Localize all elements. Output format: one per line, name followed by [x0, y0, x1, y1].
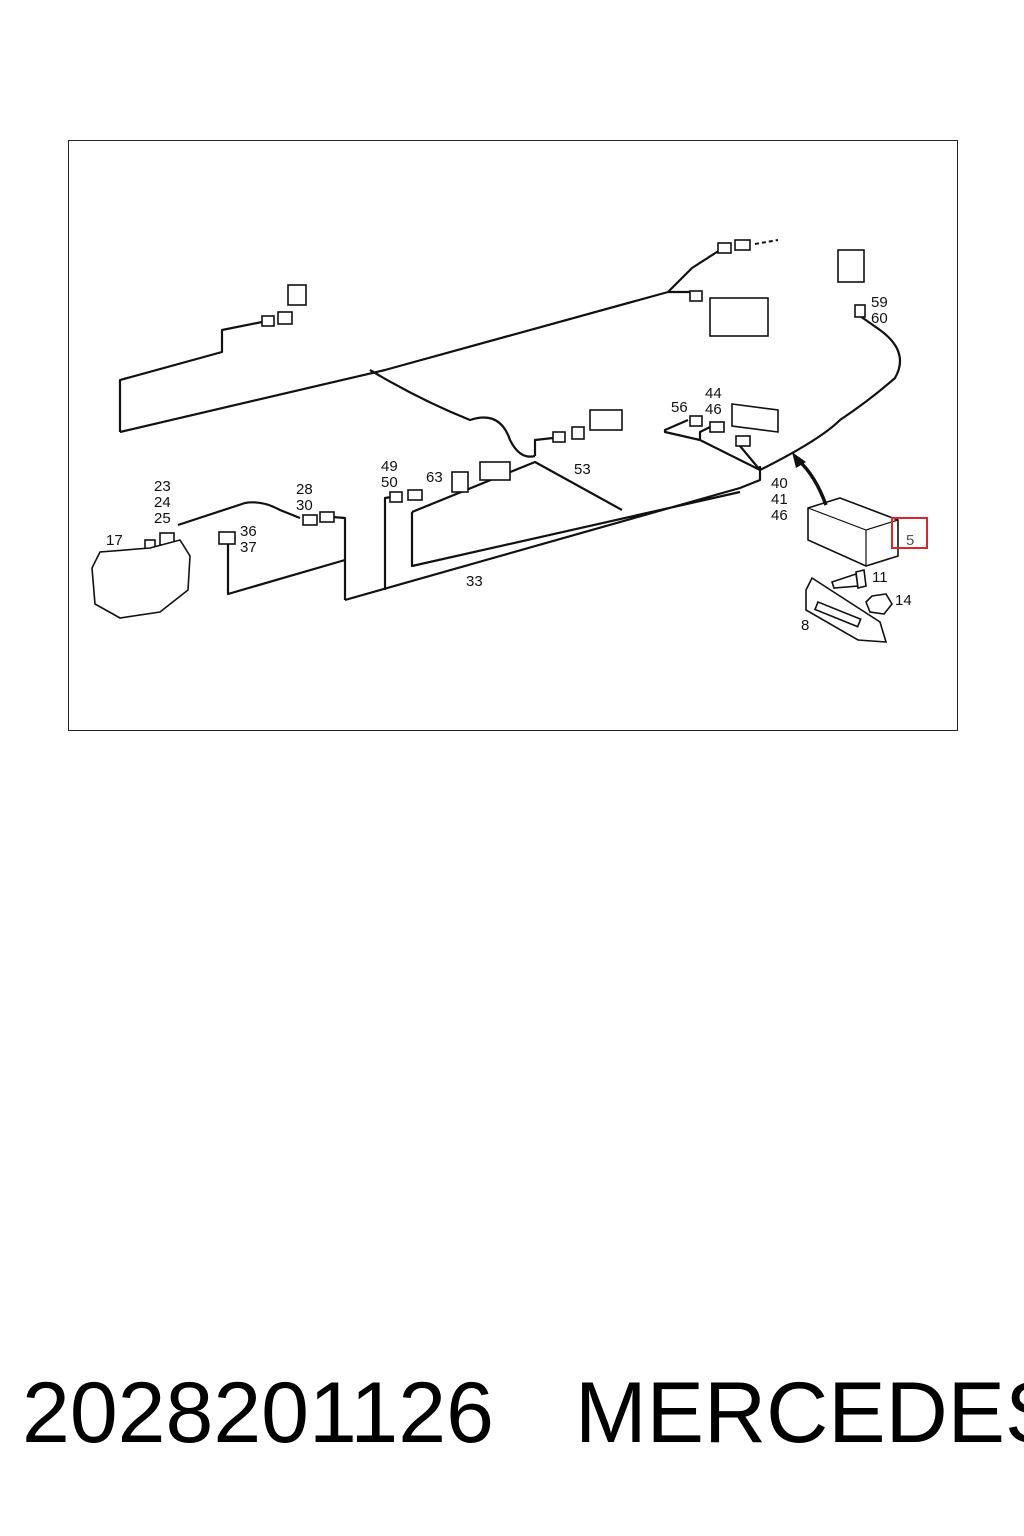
arrow-head: [792, 452, 806, 468]
brand-name: MERCEDES: [575, 1365, 1024, 1461]
bracket-slot: [813, 600, 862, 628]
label-23: 23: [154, 478, 171, 495]
upper-harness-wire: [118, 249, 721, 434]
label-24: 24: [154, 494, 171, 511]
label-33: 33: [466, 573, 483, 590]
connector-28-30-a: [302, 514, 318, 526]
plug-middle-b: [571, 426, 585, 440]
label-37: 37: [240, 539, 257, 556]
label-8: 8: [801, 617, 809, 634]
key-middle: [589, 409, 623, 431]
control-module-top: [709, 297, 769, 337]
connector-28-30-b: [319, 511, 335, 523]
label-50: 50: [381, 474, 398, 491]
wiring-harness-diagram: 17 23 24 25 28 30 36 37 49 50 63 53 33 5…: [91, 239, 928, 643]
lower-harness-wire-33: [344, 460, 762, 602]
label-46-lower: 46: [771, 507, 788, 524]
label-11: 11: [872, 569, 888, 586]
connector-top-a: [717, 242, 732, 254]
bracket-8: [805, 576, 888, 643]
switch-63: [479, 461, 511, 481]
actuator-59-60: [837, 249, 865, 283]
label-30: 30: [296, 497, 313, 514]
middle-harness-wire: [369, 369, 554, 458]
bracket-63: [451, 471, 469, 493]
label-41: 41: [771, 491, 788, 508]
control-unit-5-edges: [807, 507, 899, 566]
label-17: 17: [106, 532, 123, 549]
label-53: 53: [574, 461, 591, 478]
nut-14: [865, 593, 893, 615]
label-28: 28: [296, 481, 313, 498]
label-40: 40: [771, 475, 788, 492]
fitting-59-60: [854, 304, 866, 318]
key-switch-left: [287, 284, 307, 306]
label-14: 14: [895, 592, 912, 609]
label-49: 49: [381, 458, 398, 475]
label-5-highlighted: 5: [906, 532, 914, 549]
connector-56: [689, 415, 703, 427]
label-44: 44: [705, 385, 722, 402]
housing-17: [91, 539, 191, 619]
label-60: 60: [871, 310, 888, 327]
connector-49-50-a: [389, 491, 403, 503]
parts-diagram-frame: [68, 140, 958, 731]
connector-44-46-b: [735, 435, 751, 447]
highlight-box-5: [891, 517, 928, 549]
label-25: 25: [154, 510, 171, 527]
connector-49-50-b: [407, 489, 423, 501]
plug-left-a: [261, 315, 275, 327]
label-59: 59: [871, 294, 888, 311]
connector-36-37: [218, 531, 236, 545]
plug-top-right: [689, 290, 703, 302]
dashed-wire-end: [754, 239, 779, 245]
module-44-46: [731, 403, 779, 433]
right-branch-wire: [663, 315, 902, 471]
side-harness-wire: [177, 494, 399, 600]
connector-top-b: [734, 239, 751, 251]
label-63: 63: [426, 469, 443, 486]
part-number: 2028201126: [22, 1365, 494, 1461]
label-36: 36: [240, 523, 257, 540]
plug-left-b: [277, 311, 293, 325]
screw-11: [830, 572, 859, 589]
control-unit-5: [807, 497, 899, 567]
label-46-top: 46: [705, 401, 722, 418]
screw-head-11: [855, 569, 867, 589]
plug-middle-a: [552, 431, 566, 443]
connector-44-46-a: [709, 421, 725, 433]
arrow-to-control-unit: [796, 458, 828, 506]
label-56: 56: [671, 399, 688, 416]
